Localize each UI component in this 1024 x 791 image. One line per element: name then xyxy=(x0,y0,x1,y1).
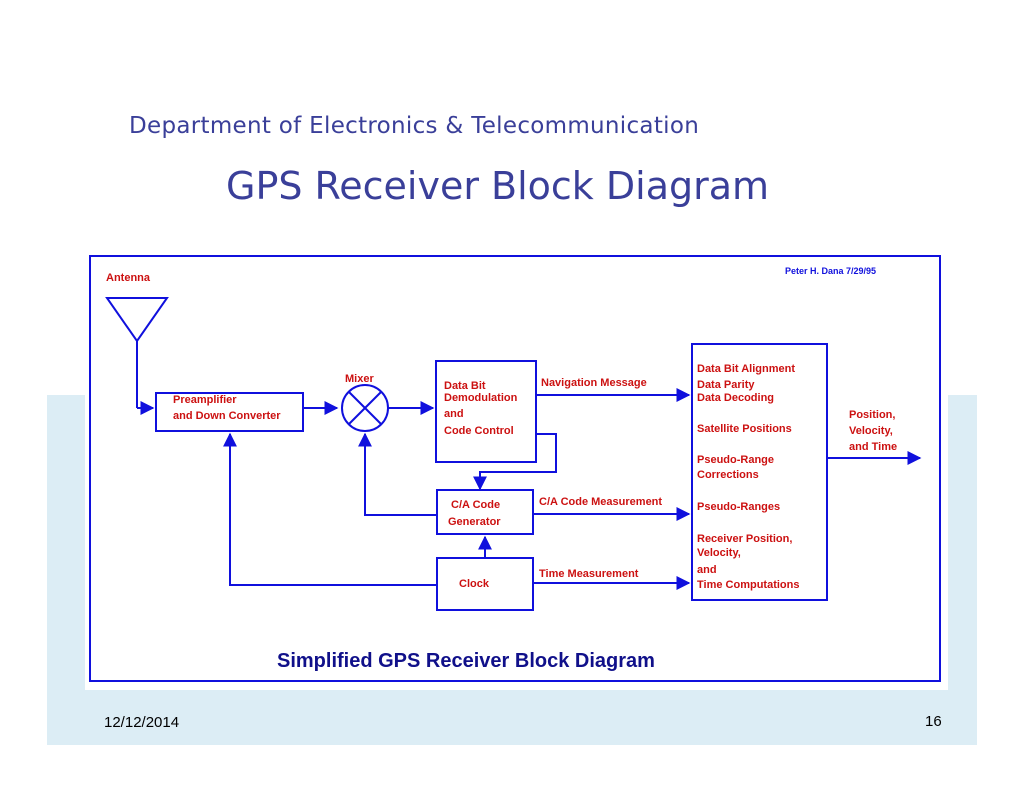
clock-to-preamp-arrow xyxy=(223,432,437,586)
diagram-border xyxy=(89,255,941,682)
demod-label-1: Data Bit xyxy=(444,380,486,392)
preamp-box xyxy=(155,392,304,432)
demod-label-4: Code Control xyxy=(444,425,514,437)
preamp-label-1: Preamplifier xyxy=(173,394,237,406)
ca-generator-box xyxy=(436,489,534,535)
time-measurement-label: Time Measurement xyxy=(539,568,639,580)
demod-to-ca-arrow xyxy=(473,433,557,491)
ca-generator-label-2: Generator xyxy=(448,516,501,528)
slide-date: 12/12/2014 xyxy=(104,714,180,731)
ca-measurement-label: C/A Code Measurement xyxy=(539,496,662,508)
mixer-label: Mixer xyxy=(345,373,374,385)
proc-receiver-position: Receiver Position, xyxy=(697,533,792,545)
proc-data-parity: Data Parity xyxy=(697,379,755,391)
output-label-2: Velocity, xyxy=(849,425,893,437)
demod-label-2: Demodulation xyxy=(444,392,518,404)
ca-to-mixer-arrow xyxy=(358,432,437,516)
ca-generator-label-1: C/A Code xyxy=(451,499,500,511)
antenna-label: Antenna xyxy=(106,272,151,284)
demod-box xyxy=(435,360,537,463)
credit-label: Peter H. Dana 7/29/95 xyxy=(785,266,876,276)
proc-and: and xyxy=(697,564,717,576)
demod-label-3: and xyxy=(444,408,464,420)
clock-label: Clock xyxy=(459,578,490,590)
gps-block-diagram: Antenna Peter H. Dana 7/29/95 Preamplifi… xyxy=(85,253,948,690)
proc-time-computations: Time Computations xyxy=(697,579,799,591)
proc-pseudo-range: Pseudo-Range xyxy=(697,454,774,466)
proc-data-bit-alignment: Data Bit Alignment xyxy=(697,363,795,375)
proc-data-decoding: Data Decoding xyxy=(697,392,774,404)
output-label-3: and Time xyxy=(849,441,897,453)
department-heading: Department of Electronics & Telecommunic… xyxy=(129,113,700,139)
nav-message-label: Navigation Message xyxy=(541,377,647,389)
processing-box xyxy=(691,343,828,601)
page-title: GPS Receiver Block Diagram xyxy=(226,164,770,208)
diagram-caption: Simplified GPS Receiver Block Diagram xyxy=(277,650,655,672)
proc-velocity: Velocity, xyxy=(697,547,741,559)
page-number: 16 xyxy=(925,713,942,730)
output-label-1: Position, xyxy=(849,409,895,421)
mixer-icon xyxy=(341,384,389,432)
proc-corrections: Corrections xyxy=(697,469,759,481)
proc-satellite-positions: Satellite Positions xyxy=(697,423,792,435)
preamp-label-2: and Down Converter xyxy=(173,410,281,422)
proc-pseudo-ranges: Pseudo-Ranges xyxy=(697,501,780,513)
antenna-icon xyxy=(105,297,169,408)
